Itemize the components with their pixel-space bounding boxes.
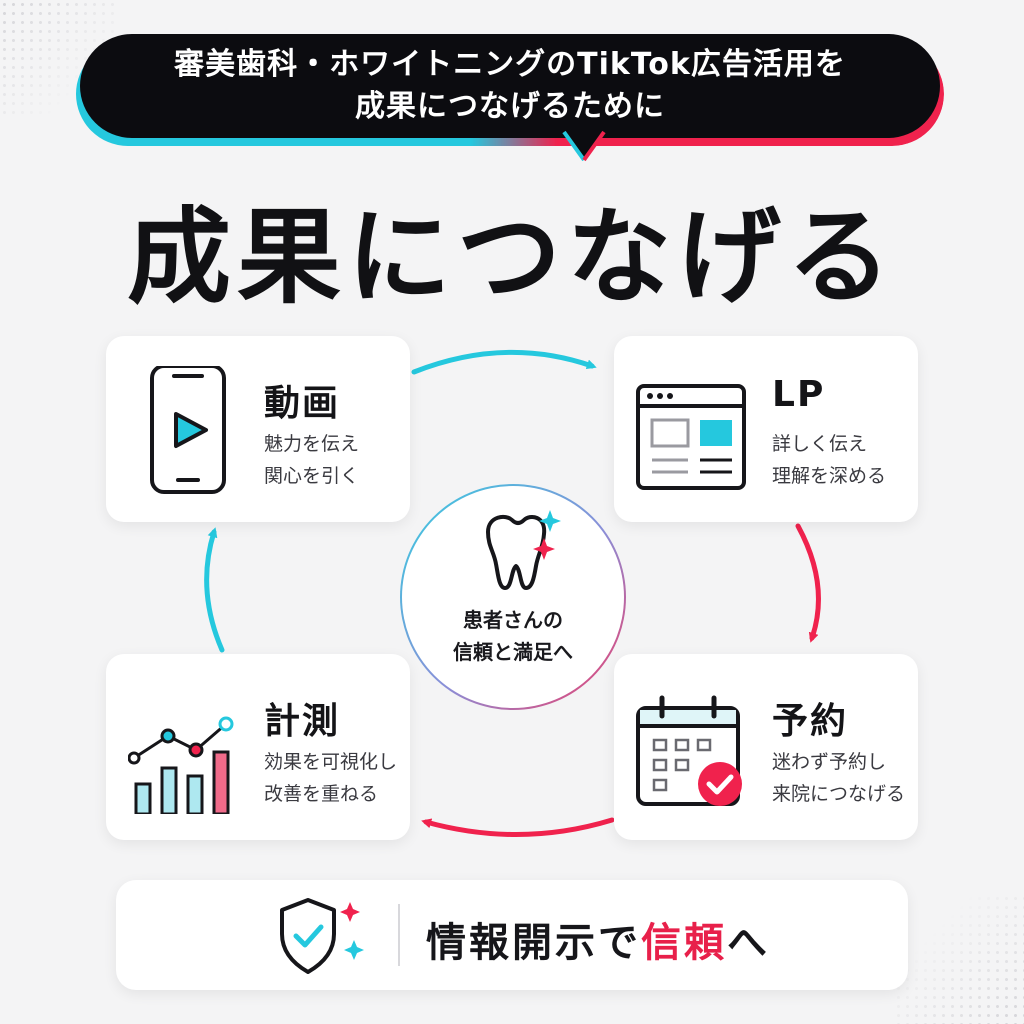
step-desc-reservation-1: 迷わず予約し [772, 751, 887, 773]
step-card-measure: 計測 効果を可視化し 改善を重ねる [106, 654, 410, 840]
header-line-1: 審美歯科・ホワイトニングのTikTok広告活用を [174, 47, 846, 82]
step-desc-reservation-2: 来院につなげる [772, 783, 906, 805]
footer-accent: 信頼 [641, 920, 727, 966]
shield-check-icon [280, 898, 364, 974]
step-desc-video-2: 関心を引く [264, 465, 360, 487]
step-desc-measure-2: 改善を重ねる [264, 783, 379, 805]
step-card-reservation: 予約 迷わず予約し 来院につなげる [614, 654, 918, 840]
center-hub: 患者さんの 信頼と満足へ [400, 484, 626, 710]
step-label-measure: 計測 [264, 701, 341, 742]
header-banner: 審美歯科・ホワイトニングのTikTok広告活用を 成果につなげるために [76, 34, 944, 162]
speech-tail-icon [562, 130, 606, 162]
calendar-check-icon [636, 695, 742, 806]
tooth-sparkle-icon [486, 510, 561, 590]
arrow-video-to-lp [411, 349, 597, 375]
step-label-video: 動画 [264, 383, 341, 424]
step-desc-lp-2: 理解を深める [772, 465, 887, 487]
step-label-lp: LP [772, 374, 826, 415]
footer-divider [398, 904, 400, 966]
footer-banner: 情報開示で信頼へ [116, 880, 908, 990]
step-desc-lp-1: 詳しく伝え [772, 433, 868, 455]
step-desc-measure-1: 効果を可視化し [264, 751, 398, 773]
arrow-reservation-to-measure [421, 817, 615, 837]
main-title: 成果につなげる [126, 196, 897, 318]
arrow-measure-to-video [204, 527, 225, 653]
step-card-video: 動画 魅力を伝え 関心を引く [106, 336, 410, 522]
center-text-2: 信頼と満足へ [453, 640, 573, 664]
footer-text: 情報開示で信頼へ [426, 920, 770, 966]
bar-line-chart-icon [128, 716, 234, 814]
step-desc-video-1: 魅力を伝え [264, 433, 360, 455]
browser-window-icon [636, 384, 746, 490]
step-label-reservation: 予約 [772, 701, 849, 742]
center-text-1: 患者さんの [463, 608, 563, 632]
smartphone-play-icon [150, 366, 226, 494]
header-line-2: 成果につなげるために [355, 89, 665, 124]
dot-pattern-bottom-right [894, 894, 1024, 1024]
arrow-lp-to-reservation [795, 523, 821, 643]
step-card-lp: LP 詳しく伝え 理解を深める [614, 336, 918, 522]
